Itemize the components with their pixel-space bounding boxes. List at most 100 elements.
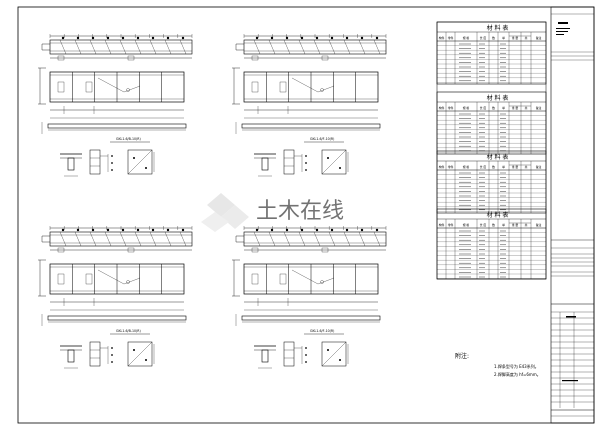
beam-label: GKL1-6/B-10(R) [116, 329, 141, 333]
weld-mark [330, 228, 334, 232]
tables-frame [436, 21, 547, 280]
beam-label: GKL1-6/F-10(R) [310, 137, 334, 141]
company-mark [558, 22, 568, 24]
section-web [67, 349, 75, 363]
weld-mark [121, 36, 125, 40]
beam-label: GKL1-6/B-10(R) [116, 137, 141, 141]
weld-mark [360, 228, 364, 232]
gusset-plate [127, 149, 153, 175]
table-header-cell: 重 量 [512, 106, 519, 110]
beam-1: GKL1-6/B-10(R) [38, 34, 193, 177]
bottom-flange [47, 123, 187, 129]
material-table-title: 材 料 表 [487, 94, 509, 102]
watermark-text: 土木在线 [256, 199, 344, 224]
weld-mark [270, 36, 274, 40]
bottom-flange [47, 315, 187, 321]
weld-mark [181, 36, 185, 40]
weld-mark [315, 36, 319, 40]
notes-title: 附注: [455, 352, 469, 360]
weld-mark [106, 36, 110, 40]
title-column [550, 6, 595, 424]
material-table-3: 材 料 表构件零件规 格长 度数重 量单共备注 [436, 150, 547, 214]
weld-mark [300, 36, 304, 40]
weld-mark [166, 36, 170, 40]
table-header-cell: 单 [502, 165, 505, 169]
weld-mark [76, 228, 80, 232]
bottom-flange [241, 315, 381, 321]
weld-mark [270, 228, 274, 232]
note-line-1: 1.焊条型号为 E43系列。 [494, 363, 539, 369]
section-web [261, 349, 269, 363]
table-header-cell: 数 [492, 106, 495, 110]
table-header-cell: 规 格 [463, 36, 470, 40]
table-header-cell: 重 量 [512, 223, 519, 227]
detail-plate [89, 149, 101, 175]
weld-mark [285, 36, 289, 40]
table-header-cell: 备注 [536, 106, 542, 110]
beam-4: GKL1-6/F-10(R) [232, 226, 387, 369]
weld-mark [255, 228, 259, 232]
table-header-cell: 零件 [448, 106, 454, 110]
weld-mark [360, 36, 364, 40]
weld-mark [255, 36, 259, 40]
bottom-flange [241, 123, 381, 129]
weld-mark [166, 228, 170, 232]
weld-mark [106, 228, 110, 232]
material-table-2: 材 料 表构件零件规 格长 度数重 量单共备注 [436, 91, 547, 155]
material-table-1: 材 料 表构件零件规 格长 度数重 量单共备注 [436, 21, 547, 85]
table-header-cell: 规 格 [463, 223, 470, 227]
table-header-cell: 构件 [439, 223, 445, 227]
note-line-2: 2.焊脚高度为 hf=6mm。 [494, 371, 541, 377]
weld-mark [136, 228, 140, 232]
weld-mark [151, 36, 155, 40]
table-header-cell: 零件 [448, 223, 454, 227]
watermark-logo: 土木在线 [201, 193, 344, 232]
beam-label: GKL1-6/F-10(R) [310, 329, 334, 333]
weld-mark [151, 228, 155, 232]
weld-mark [330, 36, 334, 40]
table-header-cell: 备注 [536, 165, 542, 169]
beam-elevation [243, 231, 387, 247]
detail-plate [283, 149, 295, 175]
weld-mark [315, 228, 319, 232]
weld-mark [181, 228, 185, 232]
table-header-cell: 备注 [536, 36, 542, 40]
weld-mark [91, 228, 95, 232]
material-tables: 材 料 表构件零件规 格长 度数重 量单共备注材 料 表构件零件规 格长 度数重… [436, 21, 547, 280]
table-header-cell: 构件 [439, 36, 445, 40]
weld-mark [136, 36, 140, 40]
weld-mark [61, 228, 65, 232]
table-header-cell: 重 量 [512, 165, 519, 169]
table-header-cell: 零件 [448, 165, 454, 169]
section-web [67, 157, 75, 171]
table-header-cell: 共 [525, 36, 528, 40]
table-header-cell: 长 度 [480, 223, 487, 227]
material-table-title: 材 料 表 [487, 24, 509, 32]
table-header-cell: 规 格 [463, 165, 470, 169]
beam-elevation [49, 231, 193, 247]
table-header-cell: 单 [502, 36, 505, 40]
table-header-cell: 共 [525, 106, 528, 110]
beam-drawings: GKL1-6/B-10(R) GKL1-6/F-10(R) GKL1-6/B-10(… [38, 34, 387, 369]
table-header-cell: 长 度 [480, 36, 487, 40]
table-header-cell: 单 [502, 223, 505, 227]
weld-mark [285, 228, 289, 232]
table-header-cell: 重 量 [512, 36, 519, 40]
gusset-plate [321, 149, 347, 175]
table-header-cell: 数 [492, 165, 495, 169]
beam-2: GKL1-6/F-10(R) [232, 34, 387, 177]
weld-mark [121, 228, 125, 232]
table-header-cell: 单 [502, 106, 505, 110]
weld-mark [345, 228, 349, 232]
weld-mark [76, 36, 80, 40]
table-header-cell: 规 格 [463, 106, 470, 110]
gusset-plate [127, 341, 153, 367]
weld-mark [91, 36, 95, 40]
gusset-plate [321, 341, 347, 367]
table-header-cell: 零件 [448, 36, 454, 40]
detail-plate [283, 341, 295, 367]
weld-mark [300, 228, 304, 232]
weld-mark [345, 36, 349, 40]
weld-mark [375, 36, 379, 40]
